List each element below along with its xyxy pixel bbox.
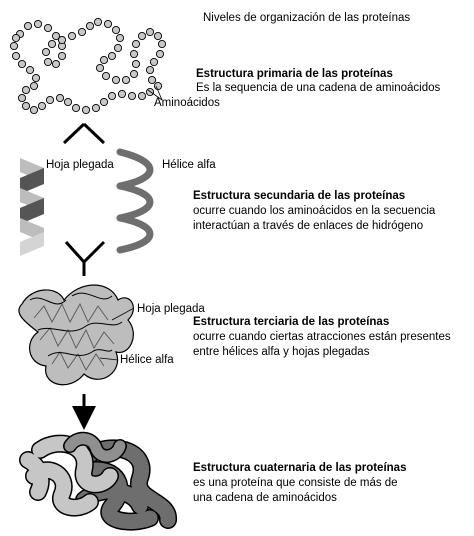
alpha-helix xyxy=(116,148,154,254)
amino-acid-bead xyxy=(121,75,131,85)
amino-acid-bead xyxy=(17,93,27,103)
amino-acid-bead xyxy=(129,49,139,59)
amino-acid-bead xyxy=(111,25,121,35)
amino-acid-bead xyxy=(23,21,33,31)
amino-acid-bead xyxy=(101,71,111,81)
amino-acid-bead xyxy=(131,39,141,49)
quaternary-line-2: una cadena de aminoácidos xyxy=(193,492,337,504)
amino-acid-bead xyxy=(145,65,155,75)
amino-acid-bead xyxy=(71,103,81,113)
amino-acid-bead xyxy=(137,31,147,41)
amino-acid-bead xyxy=(157,39,167,49)
amino-acid-bead xyxy=(107,91,117,101)
amino-acid-bead xyxy=(117,89,127,99)
amino-acid-bead xyxy=(21,101,31,111)
amino-acid-bead xyxy=(67,31,77,41)
amino-acid-bead xyxy=(91,103,101,113)
figure-title: Niveles de organización de las proteínas xyxy=(203,12,411,24)
quaternary-complex xyxy=(19,431,177,531)
amino-acid-bead xyxy=(43,23,53,33)
amino-acid-bead xyxy=(41,47,51,57)
secondary-heading: Estructura secundaria de las proteínas xyxy=(193,190,406,202)
tertiary-line-2: entre hélices alfa y hojas plegadas xyxy=(193,346,370,358)
split-arrows xyxy=(62,122,106,145)
amino-acid-bead xyxy=(131,59,141,69)
amino-acid-bead xyxy=(29,81,39,91)
amino-acid-bead xyxy=(51,59,61,69)
sheet-label-secondary: Hoja plegada xyxy=(46,159,114,171)
amino-acid-bead xyxy=(57,35,67,45)
amino-acid-bead xyxy=(11,51,21,61)
amino-acid-bead xyxy=(155,49,165,59)
amino-pointer-line xyxy=(155,85,163,101)
amino-acid-bead xyxy=(113,43,123,53)
amino-acid-bead xyxy=(85,21,95,31)
amino-acid-bead xyxy=(111,75,121,85)
amino-acid-chain xyxy=(9,17,167,115)
amino-acid-bead xyxy=(9,41,19,51)
amino-acid-bead xyxy=(127,91,137,101)
amino-acid-bead xyxy=(51,31,61,41)
amino-acid-bead xyxy=(99,55,109,65)
amino-acid-bead xyxy=(107,51,117,61)
amino-acid-bead xyxy=(149,57,159,67)
amino-acid-bead xyxy=(153,81,163,91)
helix-label-secondary: Hélice alfa xyxy=(162,159,216,171)
amino-acid-bead xyxy=(103,19,113,29)
amino-acid-bead xyxy=(95,63,105,73)
amino-acid-bead xyxy=(147,75,157,85)
tertiary-fold xyxy=(18,284,134,386)
helix-label-tertiary: Hélice alfa xyxy=(120,354,174,366)
amino-acid-bead xyxy=(47,39,57,49)
amino-acid-bead xyxy=(55,93,65,103)
amino-acid-bead xyxy=(43,57,53,67)
primary-heading: Estructura primaria de las proteínas xyxy=(196,68,393,80)
quaternary-line-1: es una proteína que consiste de más de xyxy=(193,477,398,489)
amino-acid-bead xyxy=(115,33,125,43)
primary-description: Es la sequencia de una cadena de aminoác… xyxy=(196,82,441,94)
amino-acid-bead xyxy=(77,27,87,37)
amino-acid-bead xyxy=(137,91,147,101)
quaternary-heading: Estructura cuaternaria de las proteínas xyxy=(193,462,407,474)
amino-acid-bead xyxy=(17,59,27,69)
merge-arrow xyxy=(64,240,106,276)
pleated-sheet xyxy=(20,158,44,256)
tertiary-heading: Estructura terciaria de las proteínas xyxy=(193,316,390,328)
amino-acid-bead xyxy=(145,27,155,37)
secondary-line-2: interactúan a través de enlaces de hidró… xyxy=(193,220,424,232)
amino-acid-bead xyxy=(93,17,103,27)
amino-acid-bead xyxy=(153,31,163,41)
amino-acid-bead xyxy=(21,85,31,95)
amino-acid-bead xyxy=(129,69,139,79)
amino-acid-bead xyxy=(57,51,67,61)
amino-acids-label: Aminoácidos xyxy=(154,97,220,109)
amino-acid-bead xyxy=(63,97,73,107)
amino-acid-bead xyxy=(45,95,55,105)
amino-acid-bead xyxy=(11,33,21,43)
sheet-label-tertiary: Hoja plegada xyxy=(137,303,205,315)
secondary-line-1: ocurre cuando los aminoácidos en la secu… xyxy=(193,205,436,217)
tertiary-sheet-pointer xyxy=(111,307,135,321)
amino-acid-bead xyxy=(25,65,35,75)
amino-acid-bead xyxy=(29,105,39,115)
amino-acid-bead xyxy=(145,87,155,97)
tertiary-line-1: ocurre cuando ciertas atracciones están … xyxy=(193,331,451,343)
amino-acid-bead xyxy=(99,97,109,107)
amino-acid-bead xyxy=(81,105,91,115)
amino-acid-bead xyxy=(33,19,43,29)
tertiary-helix-pointer xyxy=(99,357,119,361)
amino-acid-bead xyxy=(31,73,41,83)
amino-pointer-line xyxy=(147,89,163,101)
amino-acid-bead xyxy=(37,101,47,111)
